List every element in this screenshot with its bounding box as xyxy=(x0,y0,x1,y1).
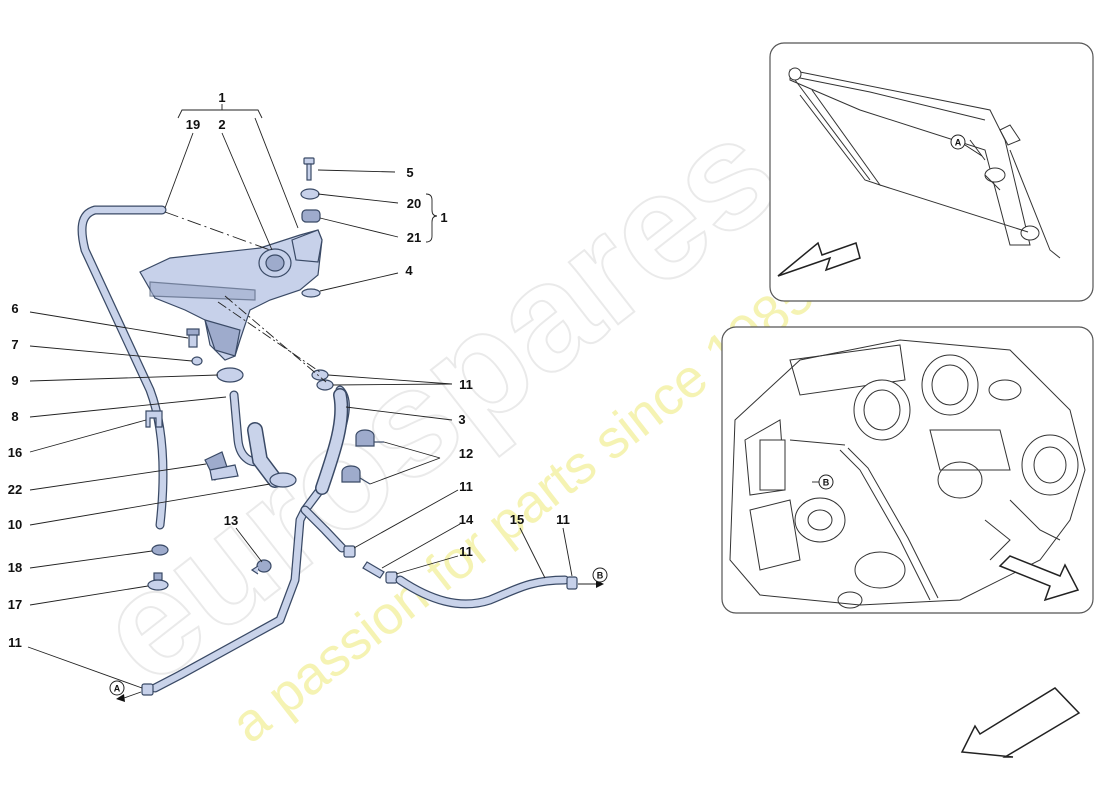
callout-5: 5 xyxy=(406,165,413,180)
sensor-6 xyxy=(186,328,200,348)
view-direction-arrow-2 xyxy=(998,555,1080,602)
watermark: eurospares a passion for parts since 198… xyxy=(65,84,825,755)
callout-8: 8 xyxy=(11,409,18,424)
clamp-17 xyxy=(147,572,169,591)
hose-3 xyxy=(150,385,350,693)
reference-a-marker xyxy=(950,134,966,150)
radiator-sketch xyxy=(788,67,1061,259)
expansion-tank-1 xyxy=(139,229,323,361)
bushing-18 xyxy=(151,544,169,556)
callout-16: 16 xyxy=(8,445,22,460)
clamp-11-end xyxy=(566,576,578,590)
bracket-22 xyxy=(204,451,239,481)
callout-10: 10 xyxy=(8,517,22,532)
orientation-arrow xyxy=(960,687,1081,758)
callout-11-lower: 11 xyxy=(459,544,473,559)
callout-19: 19 xyxy=(186,117,200,132)
connector-14 xyxy=(362,561,385,579)
callout-20: 20 xyxy=(407,196,421,211)
callout-3: 3 xyxy=(458,412,465,427)
callout-6: 6 xyxy=(11,301,18,316)
radiator-inset: A xyxy=(769,42,1094,302)
callout-11-upper: 11 xyxy=(459,377,473,392)
engine-inset: B xyxy=(721,326,1094,614)
callout-1-top: 1 xyxy=(218,90,225,105)
clamp-11-junction xyxy=(343,545,356,558)
grommet-12-lower xyxy=(341,465,371,485)
callout-17: 17 xyxy=(8,597,22,612)
hose-10 xyxy=(247,422,297,488)
callout-11-end: 11 xyxy=(556,512,570,527)
callout-12: 12 xyxy=(459,446,473,461)
callout-7: 7 xyxy=(11,337,18,352)
engine-sketch xyxy=(729,339,1086,609)
callout-11-bottom: 11 xyxy=(8,635,22,650)
arrow-a-head xyxy=(116,694,125,702)
overflow-hose-19 xyxy=(77,205,168,530)
callout-18: 18 xyxy=(8,560,22,575)
clamp-11-hose15 xyxy=(385,571,398,584)
callout-22: 22 xyxy=(8,482,22,497)
seal-7 xyxy=(191,356,203,366)
radiator-inset-frame xyxy=(769,42,1094,302)
washer-4 xyxy=(301,288,321,298)
clamp-11-bottom xyxy=(141,683,154,696)
fitting-13 xyxy=(250,559,272,575)
hose-15 xyxy=(395,575,570,609)
bolt-5 xyxy=(303,157,315,181)
callout-2: 2 xyxy=(218,117,225,132)
reference-a-main: A xyxy=(114,684,121,694)
callout-14: 14 xyxy=(459,512,474,527)
callout-13: 13 xyxy=(224,513,238,528)
clip-16 xyxy=(145,410,163,428)
grommet-12-upper xyxy=(355,429,384,447)
reference-b-inset: B xyxy=(823,478,830,488)
reference-b-main: B xyxy=(597,571,604,581)
leader-lines xyxy=(27,104,573,689)
callout-9: 9 xyxy=(11,373,18,388)
callout-4: 4 xyxy=(405,263,413,278)
reference-a-main-marker xyxy=(109,680,125,696)
clamp-9 xyxy=(216,367,244,383)
view-direction-arrow xyxy=(777,241,861,277)
parts-group xyxy=(77,157,604,702)
washer-20 xyxy=(300,188,320,200)
callout-15: 15 xyxy=(510,512,524,527)
callout-1-right: 1 xyxy=(440,210,447,225)
callout-21: 21 xyxy=(407,230,421,245)
reference-a-inset: A xyxy=(955,138,962,148)
reference-b-main-marker xyxy=(592,567,608,583)
callouts: 1 19 2 5 20 21 1 4 6 7 9 8 16 22 10 11 3… xyxy=(8,90,570,650)
callout-11-mid: 11 xyxy=(459,479,473,494)
bushing-21 xyxy=(301,209,321,223)
